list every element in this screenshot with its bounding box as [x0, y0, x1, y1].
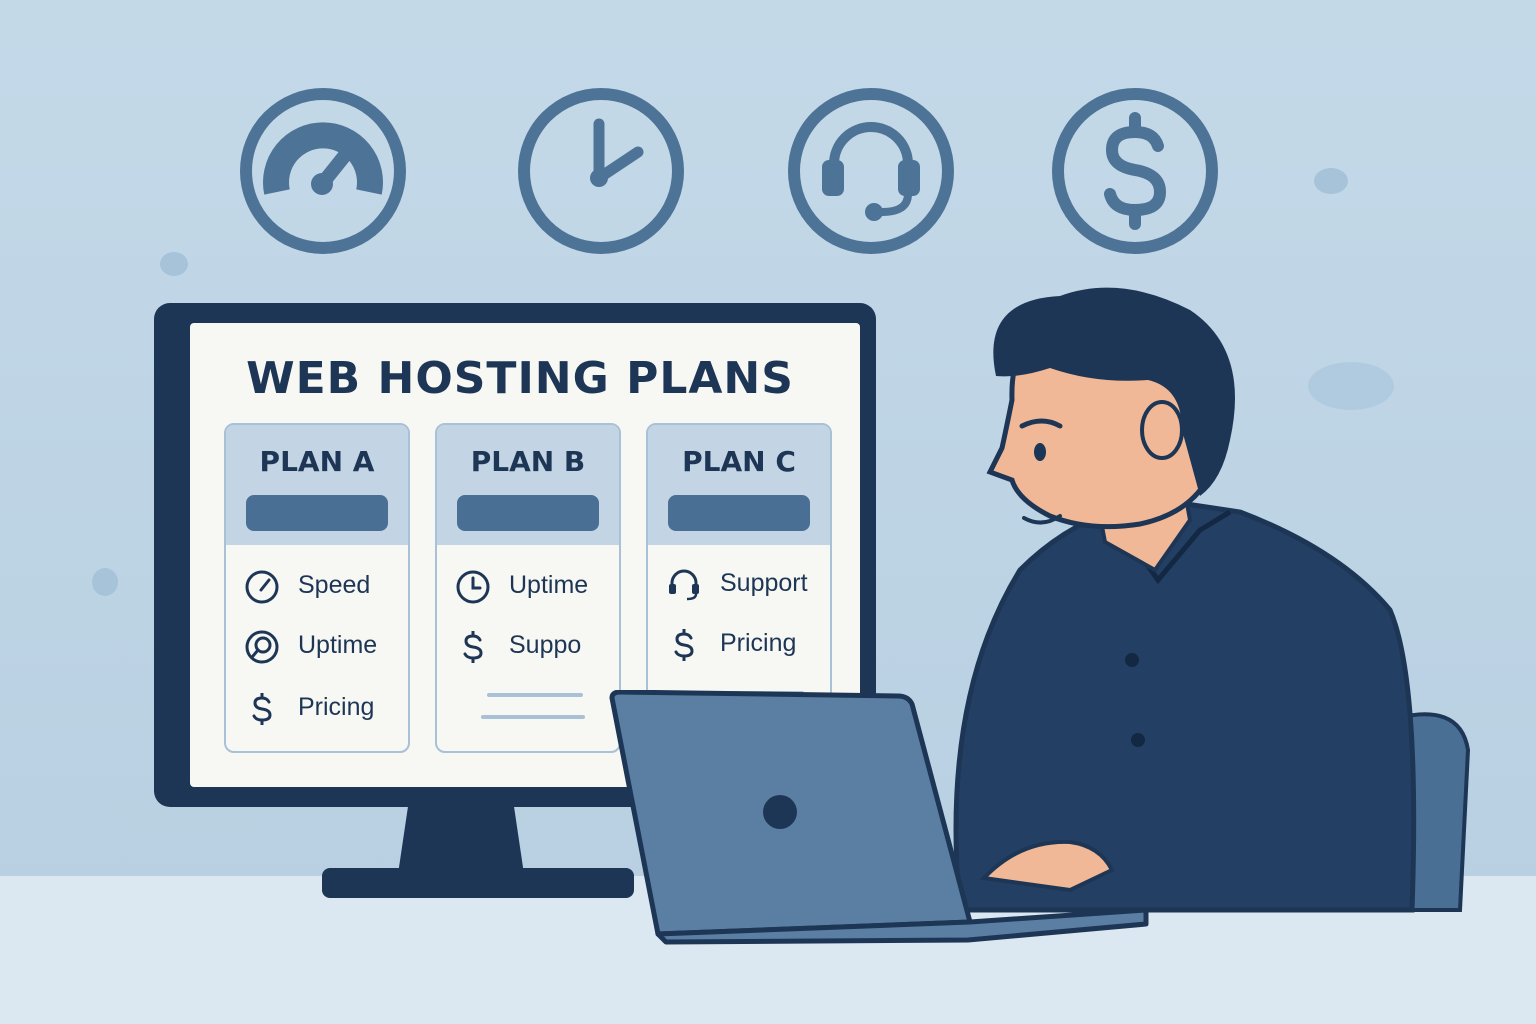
- list-item: Pricing: [244, 689, 408, 729]
- feature-label: Uptime: [298, 631, 378, 659]
- plan-select-button[interactable]: [457, 495, 599, 531]
- plan-card-a[interactable]: PLAN A Speed Uptime Pricing: [224, 423, 410, 753]
- plan-name: PLAN B: [470, 445, 586, 478]
- feature-label: Suppo: [509, 631, 582, 659]
- feature-label: Pricing: [720, 629, 797, 657]
- background-blob: [160, 252, 188, 276]
- list-item: Uptime: [244, 627, 408, 667]
- plan-select-button[interactable]: [246, 495, 388, 531]
- speedometer-icon: [240, 88, 406, 254]
- dollar-icon: [463, 631, 483, 663]
- monitor-base: [322, 868, 634, 898]
- clock-icon: [456, 570, 490, 604]
- feature-label: Uptime: [509, 571, 589, 599]
- laptop-illustration: [609, 690, 1149, 945]
- dollar-icon: [1052, 88, 1218, 254]
- list-item: Speed: [244, 567, 408, 607]
- clock-icon: [518, 88, 684, 254]
- plan-card-b[interactable]: PLAN B Uptime Suppo: [435, 423, 621, 753]
- list-item: Suppo: [455, 627, 619, 667]
- list-item: Support: [666, 565, 830, 605]
- monitor-stand: [398, 806, 524, 874]
- placeholder-line: [487, 693, 583, 697]
- plan-name: PLAN C: [682, 445, 796, 478]
- feature-label: Pricing: [298, 693, 375, 721]
- background-blob: [92, 568, 118, 596]
- background-blob: [1308, 362, 1394, 410]
- magnifier-icon: [245, 630, 279, 664]
- headset-icon: [788, 88, 954, 254]
- placeholder-line: [481, 715, 585, 719]
- list-item: Pricing: [666, 625, 830, 665]
- list-item: Uptime: [455, 567, 619, 607]
- plan-select-button[interactable]: [668, 495, 810, 531]
- feature-label: Support: [720, 569, 808, 597]
- feature-label: Speed: [298, 571, 371, 599]
- page-title: WEB HOSTING PLANS: [246, 353, 794, 404]
- plan-name: PLAN A: [259, 445, 375, 478]
- headset-icon: [669, 569, 699, 601]
- background-blob: [1314, 168, 1348, 194]
- person-illustration: [953, 287, 1471, 913]
- dollar-icon: [674, 629, 694, 661]
- dollar-icon: [252, 693, 272, 725]
- speedometer-icon: [245, 570, 279, 604]
